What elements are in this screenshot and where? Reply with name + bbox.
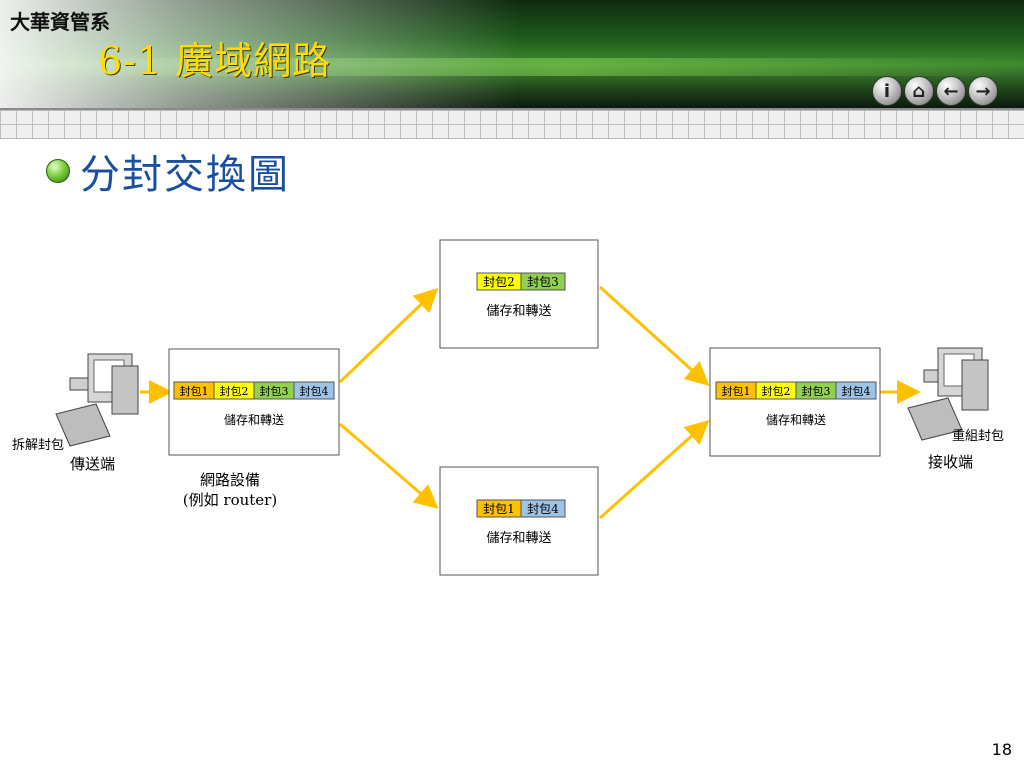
home-icon[interactable]: ⌂: [904, 76, 934, 106]
packet-3: [520, 272, 566, 291]
top-node: 封包2 封包3 儲存和轉送: [439, 239, 599, 349]
sender-computer-icon: [55, 353, 139, 447]
nav-toolbar: i ⌂ ← →: [872, 76, 998, 106]
subtitle-row: 分封交換圖: [46, 142, 290, 200]
department-label: 大華資管系: [10, 10, 110, 34]
slide-subtitle: 分封交換圖: [80, 152, 290, 198]
page-number: 18: [991, 740, 1012, 759]
packet-1-label: 封包1: [180, 384, 209, 398]
packet-4: [835, 381, 877, 400]
packet-1-label: 封包1: [722, 384, 751, 398]
arrow-bottom-to-receiver-node: [598, 419, 710, 520]
store-forward-label: 儲存和轉送: [486, 531, 551, 546]
packet-4-label: 封包4: [842, 384, 871, 398]
forward-arrow-icon[interactable]: →: [968, 76, 998, 106]
packet-3-label: 封包3: [527, 275, 559, 289]
packet-1-label: 封包1: [483, 502, 515, 516]
device-label-line1: 網路設備: [200, 471, 260, 489]
packet-2-label: 封包2: [762, 384, 791, 398]
slide-header: [0, 0, 1024, 108]
packet-3-label: 封包3: [260, 384, 289, 398]
info-icon[interactable]: i: [872, 76, 902, 106]
arrow-router-to-bottom: [339, 422, 439, 509]
receiver-computer-icon: [907, 347, 989, 441]
slide-title: 6-1 廣域網路: [98, 39, 332, 83]
packet-4: [293, 381, 335, 400]
store-forward-label: 儲存和轉送: [486, 304, 551, 319]
green-bullet-icon: [46, 159, 70, 183]
device-label-line2: (例如 router): [183, 491, 277, 509]
receiver-label: 接收端: [928, 453, 973, 471]
packet-2-label: 封包2: [220, 384, 249, 398]
arrow-top-to-receiver-node: [598, 285, 710, 387]
bottom-node: 封包1 封包4 儲存和轉送: [439, 466, 599, 576]
grid-band: [0, 108, 1024, 139]
router-node: 封包1 封包2 封包3 封包4 儲存和轉送: [168, 348, 340, 456]
back-arrow-icon[interactable]: ←: [936, 76, 966, 106]
store-forward-label: 儲存和轉送: [766, 412, 826, 427]
receiver-side-node: 封包1 封包2 封包3 封包4 儲存和轉送: [709, 347, 881, 457]
sender-action-label: 拆解封包: [12, 438, 64, 453]
packet-4: [520, 499, 566, 518]
packet-2-label: 封包2: [483, 275, 515, 289]
sender-label: 傳送端: [70, 455, 115, 473]
packet-3-label: 封包3: [802, 384, 831, 398]
store-forward-label: 儲存和轉送: [224, 412, 284, 427]
arrow-router-to-top: [338, 287, 439, 384]
packet-4-label: 封包4: [527, 502, 559, 516]
receiver-action-label: 重組封包: [952, 428, 1004, 444]
packet-4-label: 封包4: [300, 384, 329, 398]
